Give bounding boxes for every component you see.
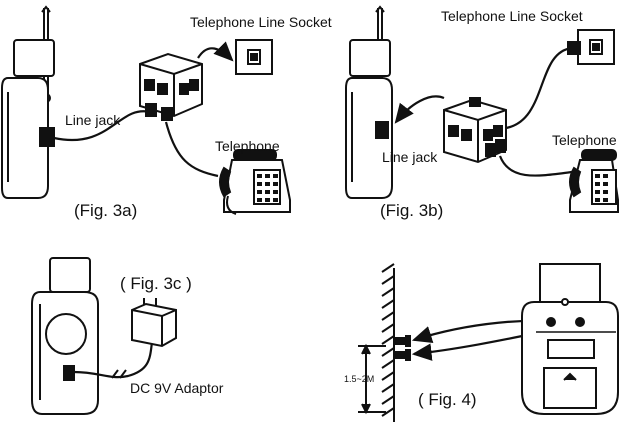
fig4-caption: ( Fig. 4)	[418, 390, 477, 409]
height-dimension	[358, 343, 386, 415]
fig4-height-label: 1.5~2M	[344, 374, 374, 384]
power-adaptor-icon	[131, 298, 177, 348]
fig3a-phone-label: Telephone	[215, 138, 280, 154]
wall-hook-icon	[393, 335, 411, 361]
fig-3b-panel: Telephone Line Socket Line jack Telephon…	[345, 5, 619, 220]
fig3a-socket-label: Telephone Line Socket	[190, 14, 332, 30]
fig3c-adaptor-label: DC 9V Adaptor	[130, 380, 224, 396]
cable-adapter-to-phone	[498, 155, 573, 177]
cable-device-to-adapter	[53, 110, 151, 141]
fig3b-phone-label: Telephone	[552, 132, 617, 148]
cable-socket-to-adapter	[505, 46, 573, 130]
radio-back-icon	[521, 263, 619, 415]
fig3b-socket-label: Telephone Line Socket	[441, 8, 583, 24]
telephone-icon	[569, 149, 619, 213]
fig3b-caption: (Fig. 3b)	[380, 201, 443, 220]
cable-to-power-adaptor	[73, 341, 154, 379]
wall-socket-icon	[235, 39, 273, 75]
fig-3a-panel: Telephone Line Socket Line jack Telephon…	[1, 5, 332, 220]
double-adapter-icon	[443, 97, 507, 164]
fig3a-jack-label: Line jack	[65, 112, 121, 128]
fig-4-panel: 1.5~2M ( Fig. 4)	[344, 263, 619, 422]
radio-device-icon	[345, 5, 393, 199]
fig3b-jack-label: Line jack	[382, 149, 438, 165]
double-adapter-icon	[139, 52, 203, 121]
radio-device-icon	[31, 257, 99, 415]
radio-device-icon	[1, 5, 55, 199]
telephone-icon	[219, 149, 291, 215]
cable-adapter-to-phone	[164, 121, 219, 178]
wall-socket-icon	[567, 29, 615, 65]
arrow-to-line-jack	[394, 95, 445, 124]
fig-3c-panel: ( Fig. 3c ) DC 9V Adaptor	[31, 257, 224, 415]
wall-icon	[381, 263, 395, 422]
fig3c-caption: ( Fig. 3c )	[120, 274, 192, 293]
arrow-to-socket	[197, 41, 234, 62]
fig3a-caption: (Fig. 3a)	[74, 201, 137, 220]
